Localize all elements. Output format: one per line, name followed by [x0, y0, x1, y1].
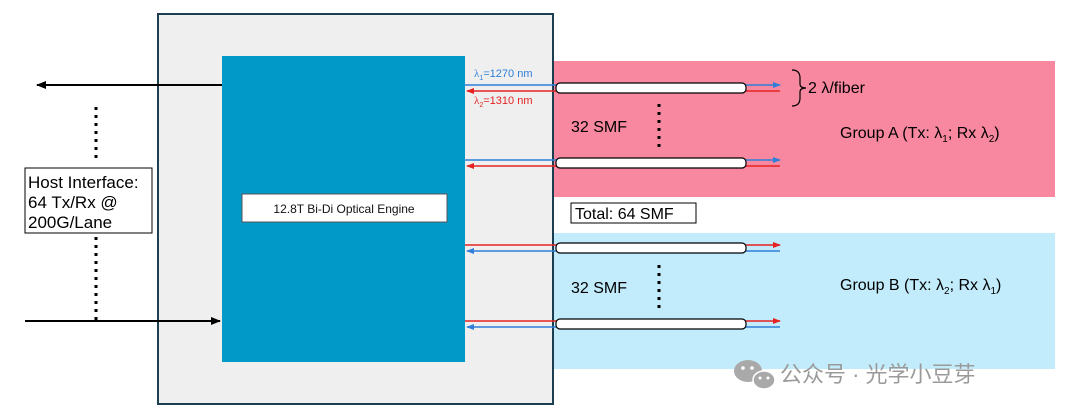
- group-a-smf-count: 32 SMF: [571, 119, 627, 136]
- lambda2-label: λ2=1310 nm: [474, 95, 532, 109]
- engine-label: 12.8T Bi-Di Optical Engine: [273, 202, 415, 216]
- host-interface-line3: 200G/Lane: [28, 213, 112, 232]
- lambda1-label: λ1=1270 nm: [474, 68, 532, 82]
- group-a-fiber-32: [465, 157, 781, 169]
- fiber-brace: [791, 69, 807, 107]
- group-b-label: Group B (Tx: λ2; Rx λ1): [840, 277, 1001, 297]
- group-a-fiber-1: [465, 82, 781, 94]
- group-b-background: [553, 233, 1055, 369]
- total-label: Total: 64 SMF: [575, 206, 674, 223]
- group-b-fiber-32: [465, 318, 781, 330]
- host-interface-line1: Host Interface:: [28, 173, 139, 192]
- group-b-fiber-1: [465, 242, 781, 254]
- wechat-icon: [734, 360, 776, 390]
- host-interface-box: [24, 167, 153, 234]
- group-b-smf-count: 32 SMF: [571, 280, 627, 297]
- fiber-note: 2 λ/fiber: [808, 80, 866, 97]
- total-box: [570, 202, 697, 224]
- engine-label-box: [241, 193, 448, 223]
- watermark-text: 公众号 · 光学小豆芽: [780, 362, 976, 387]
- host-interface-line2: 64 Tx/Rx @: [28, 193, 118, 212]
- group-a-label: Group A (Tx: λ1; Rx λ2): [840, 125, 1000, 145]
- watermark: 公众号 · 光学小豆芽: [734, 360, 976, 390]
